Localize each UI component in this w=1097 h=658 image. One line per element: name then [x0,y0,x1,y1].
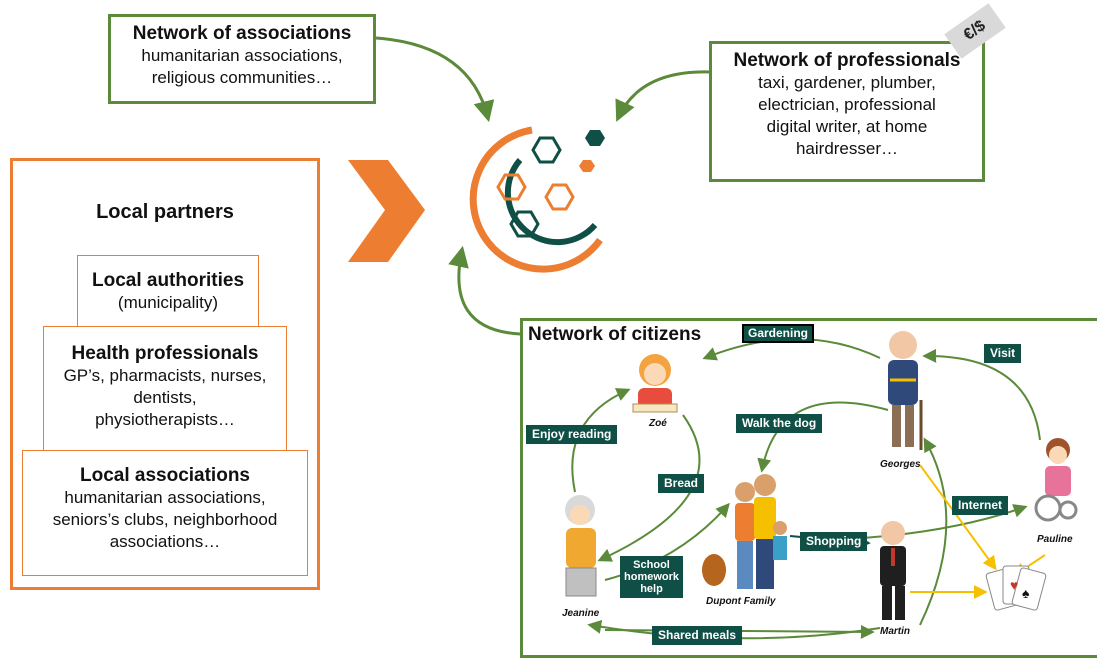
svg-text:♠: ♠ [1022,585,1030,601]
pauline-figure-icon [1034,438,1078,522]
associations-line: religious communities… [151,68,333,87]
professionals-line: electrician, professional [758,95,936,114]
local-associations-box: Local associations humanitarian associat… [22,450,308,576]
local-authorities-line: (municipality) [117,293,219,312]
professionals-line: digital writer, at home [766,117,928,136]
local-associations-title: Local associations [79,465,250,486]
activity-enjoy-reading: Enjoy reading [526,425,618,444]
hub-logo-icon [469,126,605,273]
local-authorities-box: Local authorities (municipality) [77,255,259,331]
activity-school-line: help [640,583,663,595]
chevron-right-icon [348,160,425,262]
svg-text:♥: ♥ [1010,577,1018,593]
professionals-line: taxi, gardener, plumber, [758,73,936,92]
local-associations-line: associations… [109,532,221,551]
health-professionals-title: Health professionals [71,343,259,364]
local-authorities-title: Local authorities [91,270,245,291]
person-name-pauline: Pauline [1037,534,1073,545]
activity-bread: Bread [658,474,705,493]
playing-cards-icon: ♥ ♠ [985,565,1047,611]
activity-shared-meals: Shared meals [652,626,743,645]
local-associations-line: seniors’s clubs, neighborhood [52,510,278,529]
person-name-martin: Martin [880,626,910,637]
activity-school-line: School [633,559,670,571]
health-professionals-line: dentists, [133,388,197,407]
activity-walk-dog: Walk the dog [736,414,823,433]
zoe-figure-icon [632,354,678,413]
dupont-family-figure-icon [702,474,787,589]
local-partners-title: Local partners [96,201,234,223]
person-name-jeanine: Jeanine [562,608,600,619]
arrow-citizens-to-hub [448,245,521,336]
jeanine-figure-icon [565,495,597,597]
arrow-associations-to-hub [375,36,495,123]
associations-title: Network of associations [132,23,352,44]
georges-figure-icon [888,331,923,450]
health-professionals-line: physiotherapists… [95,410,235,429]
activity-gardening: Gardening [742,324,815,343]
health-professionals-box: Health professionals GP’s, pharmacists, … [43,326,287,452]
activity-school-line: homework [624,571,680,583]
citizens-title: Network of citizens [528,324,702,345]
professionals-box: Network of professionals taxi, gardener,… [709,41,985,182]
health-professionals-line: GP’s, pharmacists, nurses, [63,366,267,385]
professionals-line: hairdresser… [795,139,899,158]
person-name-zoe: Zoé [649,418,667,429]
activity-visit: Visit [984,344,1022,363]
activity-school-homework-help: School homework help [620,556,684,598]
associations-line: humanitarian associations, [141,46,343,65]
associations-box: Network of associations humanitarian ass… [108,14,376,104]
person-name-dupont: Dupont Family [706,596,776,607]
martin-figure-icon [880,521,906,620]
activity-internet: Internet [952,496,1009,515]
activity-shopping: Shopping [800,532,868,551]
professionals-title: Network of professionals [733,50,961,71]
arrow-professionals-to-hub [615,70,711,122]
local-associations-line: humanitarian associations, [64,488,266,507]
person-name-georges: Georges [880,459,921,470]
